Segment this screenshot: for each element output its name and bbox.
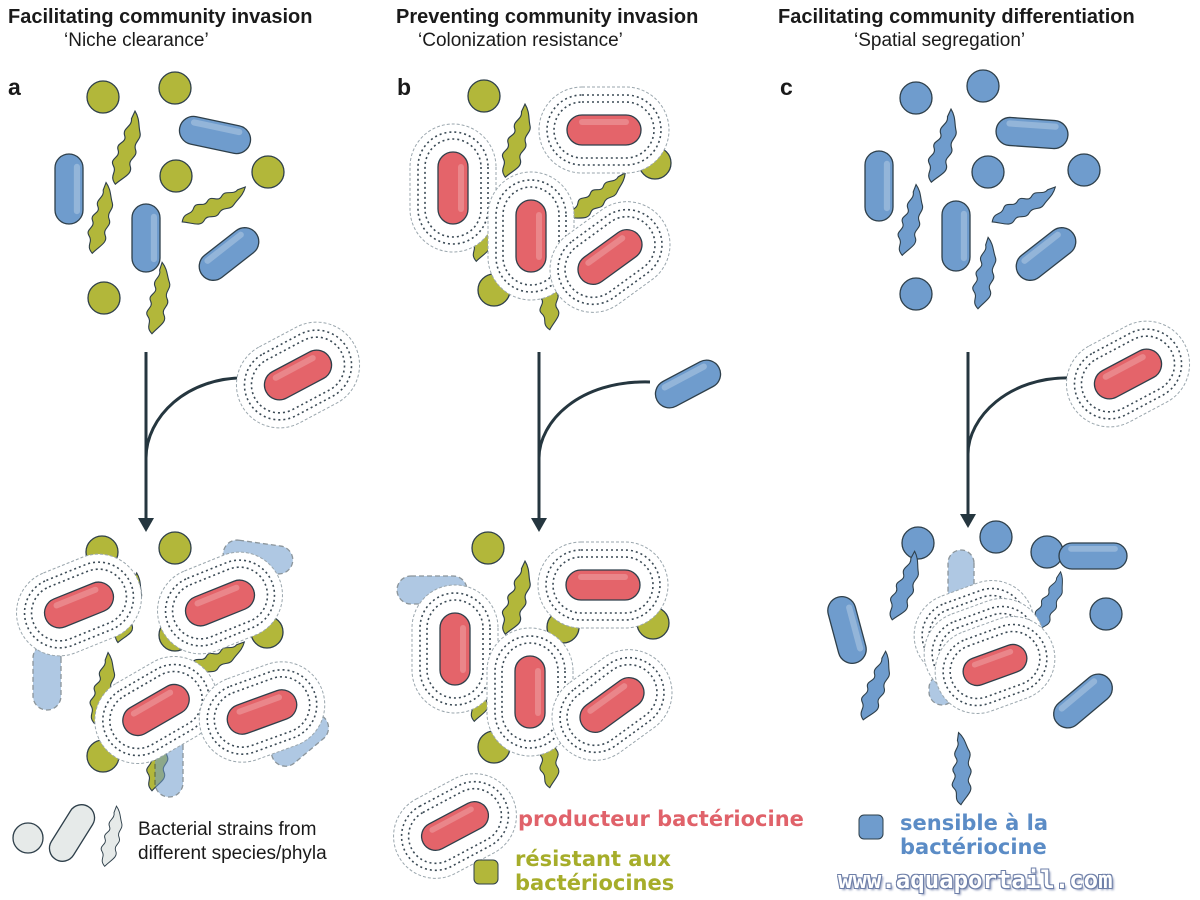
bacteriocin-producer (551, 649, 673, 761)
rod-blue-icon (995, 116, 1069, 150)
legend-strains-line1: Bacterial strains from (138, 819, 317, 840)
legend-coccus-gray-icon (12, 822, 44, 854)
coccus-blue-icon (899, 277, 933, 311)
bacteriocin-producer (157, 551, 283, 655)
coccus-blue-icon (901, 526, 935, 560)
rod-blue-icon (941, 200, 971, 272)
panel-a-letter: a (8, 74, 21, 100)
filament-cell (146, 261, 171, 335)
coccus-blue-icon (1030, 535, 1064, 569)
legend-filament-gray-icon (100, 805, 123, 868)
rod-blue-icon (131, 203, 161, 273)
panel-a-title: Facilitating community invasion (8, 6, 313, 28)
coccus-blue-icon (966, 69, 1000, 103)
filament-cell (889, 550, 919, 621)
coccus-blue-icon (971, 155, 1005, 189)
coccus-green-icon (467, 79, 501, 113)
panel-b-title: Preventing community invasion (396, 6, 699, 28)
filament-cell (860, 650, 890, 721)
rod-blue-icon (1053, 673, 1113, 729)
panel-a-subtitle: ‘Niche clearance’ (64, 30, 209, 51)
arrow-down-icon (138, 352, 249, 532)
bacteriocin-producer (934, 616, 1056, 714)
filament-cell (927, 107, 957, 184)
legend-sensitive-line1: sensible à la (900, 811, 1049, 835)
filament-cell (1033, 570, 1063, 633)
legend-producer-label: producteur bactériocine (518, 807, 804, 831)
filament-cell (568, 171, 626, 219)
rod-blue-icon (1058, 542, 1128, 570)
panel-c-subtitle: ‘Spatial segregation’ (854, 30, 1026, 51)
legend-strains-line2: different species/phyla (138, 843, 327, 864)
bacteriocin-producer (94, 656, 218, 764)
bacteriocin-producer (486, 627, 574, 757)
panel-c-title: Facilitating community differentiation (778, 6, 1135, 28)
invading-rod-icon (654, 359, 722, 409)
bacteriocin-producer (538, 86, 670, 174)
watermark-text: www.aquaportail.com (838, 866, 1113, 894)
coccus-blue-icon (1089, 597, 1123, 631)
bacteriocin-producer (537, 541, 669, 629)
filament-cell (501, 559, 531, 636)
arrow-down-icon (960, 352, 1073, 528)
rod-blue-icon (54, 153, 84, 225)
legend-resistant-line1: résistant aux (515, 847, 671, 871)
bacteriocin-producer (411, 584, 499, 714)
filament-cell (87, 181, 114, 255)
coccus-green-icon (158, 531, 192, 565)
filament-cell (897, 183, 924, 257)
legend-producer-icon (393, 773, 517, 879)
legend-sensitive-line2: bactériocine (900, 835, 1047, 859)
coccus-green-icon (471, 531, 505, 565)
rod-blue-icon (1015, 227, 1077, 281)
cleared-rod-icon (32, 643, 62, 711)
panel-b-subtitle: ‘Colonization resistance’ (418, 30, 623, 51)
coccus-blue-icon (979, 520, 1013, 554)
rod-blue-icon (827, 596, 867, 664)
rod-blue-icon (198, 227, 260, 281)
filament-cell (111, 109, 141, 186)
legend-resistant-swatch (473, 859, 499, 885)
bacteriocin-producer (549, 201, 671, 313)
filament-cell (501, 102, 531, 179)
filament-cell (951, 731, 972, 806)
incoming-producer-icon (235, 321, 361, 429)
rod-blue-icon (864, 150, 894, 222)
rod-blue-icon (178, 115, 252, 155)
coccus-green-icon (86, 80, 120, 114)
coccus-green-icon (158, 71, 192, 105)
bacteriocin-producer (409, 123, 497, 253)
coccus-green-icon (159, 159, 193, 193)
panel-c-letter: c (780, 74, 793, 100)
legend-sensitive-swatch (858, 814, 884, 840)
bacteriocin-producer (16, 553, 142, 657)
coccus-blue-icon (899, 81, 933, 115)
coccus-green-icon (251, 155, 285, 189)
coccus-blue-icon (1067, 153, 1101, 187)
legend-rod-gray-icon (48, 804, 96, 862)
panel-b-letter: b (397, 74, 412, 100)
filament-cell (181, 186, 247, 225)
arrow-down-icon (531, 352, 651, 532)
bacteriocin-producer (198, 661, 326, 763)
coccus-green-icon (87, 281, 121, 315)
incoming-producer-icon (1065, 320, 1191, 428)
filament-cell (991, 186, 1057, 225)
filament-cell (972, 236, 997, 310)
legend-resistant-line2: bactériocines (515, 871, 675, 895)
